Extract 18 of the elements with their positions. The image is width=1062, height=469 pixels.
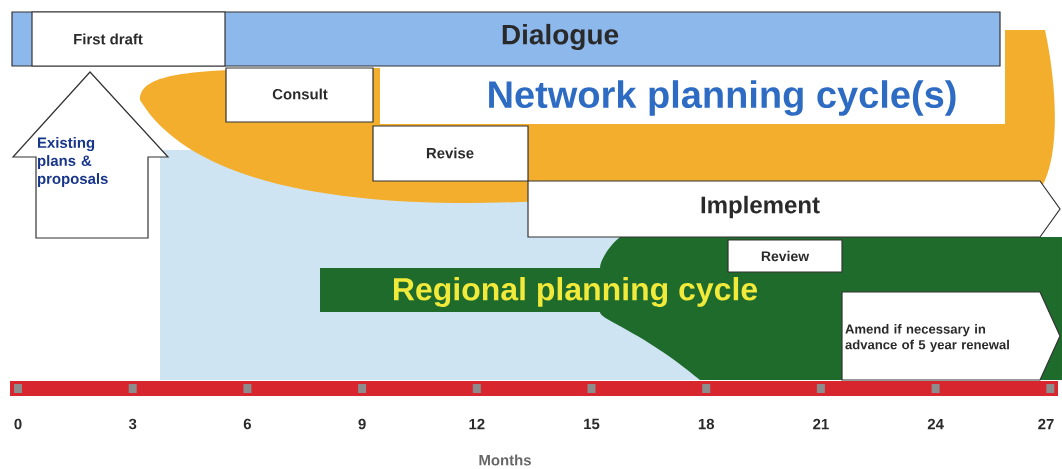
tick-label: 6: [243, 418, 251, 430]
tick-label: 15: [584, 418, 600, 430]
cycle-title: Network planning cycle(s): [489, 80, 956, 116]
tick-label: 27: [1038, 418, 1054, 430]
phase-box: First draft: [31, 11, 226, 67]
phase-box: Review: [727, 239, 843, 273]
phase-box: Consult: [225, 67, 374, 123]
tick-label: 0: [14, 418, 22, 430]
cycle-title: Regional planning cycle: [394, 277, 758, 307]
tick-label: 18: [698, 418, 715, 430]
tick-label: 24: [927, 418, 944, 430]
tick-label: 12: [469, 418, 485, 430]
phase-box: Revise: [372, 125, 529, 182]
tick-label: 21: [813, 418, 829, 430]
axis-title: Months: [479, 454, 531, 466]
phase-bar: Amend if necessary in advance of 5 year renewal: [841, 291, 1061, 381]
tick-label: 9: [358, 418, 366, 430]
tick-label: 3: [128, 418, 137, 430]
